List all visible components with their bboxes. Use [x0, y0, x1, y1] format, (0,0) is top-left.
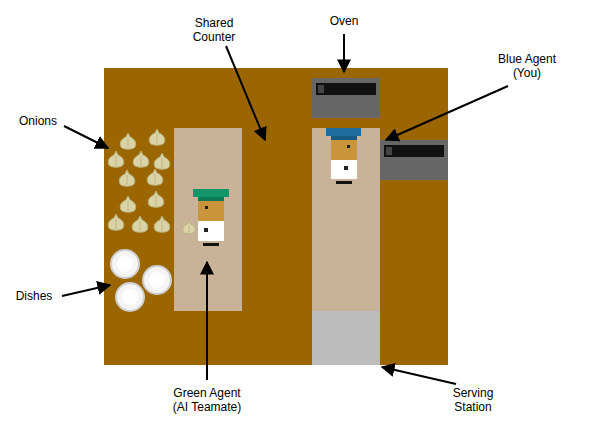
chef-body — [198, 221, 224, 241]
leader-arrow — [64, 126, 108, 148]
right-floor — [312, 128, 380, 311]
green-agent — [183, 189, 229, 246]
onion-pile — [108, 129, 170, 232]
chef-button — [344, 166, 348, 170]
leader-arrow — [226, 46, 265, 140]
onion — [119, 170, 135, 186]
callout-label: Blue Agent (You) — [489, 52, 565, 80]
callout-label: Serving Station — [440, 386, 506, 414]
oven-window — [316, 83, 376, 95]
callout-label: Shared Counter — [181, 16, 247, 44]
onion — [149, 129, 165, 145]
onion — [132, 216, 148, 232]
oven-knob — [386, 147, 392, 155]
serving-station — [312, 311, 380, 365]
dish — [116, 283, 144, 311]
chef-feet — [336, 181, 352, 184]
chef-face — [198, 201, 224, 221]
chef-hat — [326, 128, 361, 136]
onion — [120, 133, 136, 149]
onion — [147, 169, 163, 185]
onion — [108, 151, 124, 167]
chef-hat — [198, 197, 224, 201]
oven — [312, 78, 380, 118]
blue-agent — [326, 128, 361, 184]
leader-arrow — [343, 34, 345, 72]
chef-face — [331, 140, 357, 160]
chef-hat — [331, 136, 357, 140]
onion — [133, 151, 149, 167]
oven — [380, 140, 448, 180]
leader-lines — [62, 34, 508, 384]
dish — [143, 266, 171, 294]
onion — [120, 196, 136, 212]
leader-arrow — [206, 262, 208, 380]
chef-hat — [193, 189, 229, 197]
oven-knob — [318, 85, 324, 93]
dish — [122, 289, 138, 305]
onion — [148, 191, 164, 207]
oven-window — [384, 145, 444, 157]
leader-arrow — [386, 86, 508, 140]
chef-eye — [347, 145, 350, 148]
dish — [117, 256, 133, 272]
onion — [108, 214, 124, 230]
callout-label: Oven — [314, 14, 374, 28]
chef-body — [331, 160, 357, 179]
leader-arrow — [62, 285, 110, 296]
dish — [149, 272, 165, 288]
leader-arrow — [382, 367, 456, 384]
dish-stack — [111, 250, 171, 311]
chef-feet — [203, 243, 219, 246]
dish — [111, 250, 139, 278]
held-onion — [183, 221, 195, 234]
chef-eye — [205, 206, 208, 209]
callout-label: Dishes — [6, 289, 62, 303]
onion — [154, 153, 170, 169]
chef-button — [204, 228, 208, 232]
kitchen-counter — [104, 68, 448, 365]
onion — [154, 216, 170, 232]
callout-label: Green Agent (AI Teamate) — [166, 386, 248, 414]
callout-label: Onions — [8, 114, 68, 128]
